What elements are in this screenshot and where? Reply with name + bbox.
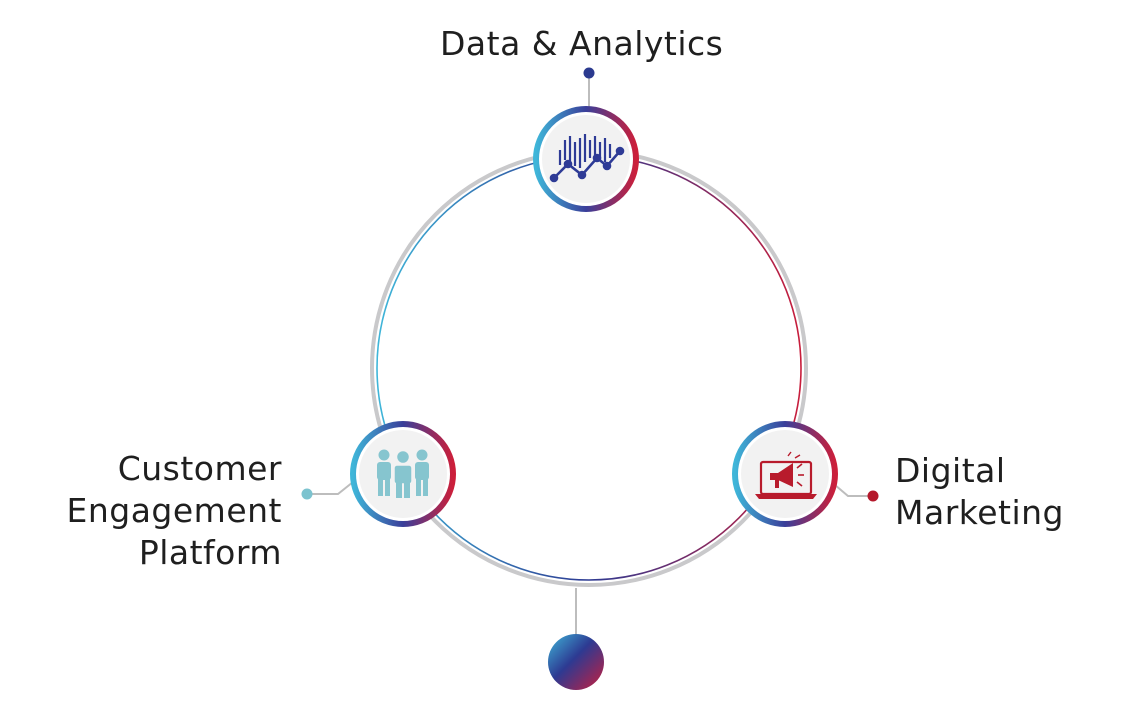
megaphone-laptop-icon: [755, 451, 817, 499]
label-line: Digital: [895, 451, 1006, 490]
people-group-icon: [377, 449, 429, 498]
dot-top: [583, 67, 595, 79]
label-digital-marketing: Digital Marketing: [895, 450, 1135, 534]
node-digital-marketing: [732, 421, 838, 527]
label-line: Customer: [117, 449, 282, 488]
connector-left: [307, 481, 354, 495]
label-line: Data & Analytics: [440, 24, 724, 63]
label-line: Engagement: [66, 491, 282, 530]
outer-ring: [370, 149, 808, 587]
inner-ring: [376, 155, 802, 581]
label-line: Marketing: [895, 493, 1064, 532]
analytics-chart-icon: [549, 134, 625, 183]
node-customer-engagement: [350, 421, 456, 527]
bottom-ball: [548, 634, 604, 690]
label-line: Platform: [138, 533, 282, 572]
dot-left: [301, 488, 313, 500]
connector-right: [834, 484, 873, 497]
node-data-analytics: [533, 106, 639, 212]
dot-right: [867, 490, 879, 502]
label-data-analytics: Data & Analytics: [440, 23, 740, 65]
label-customer-engagement-platform: Customer Engagement Platform: [40, 448, 282, 574]
